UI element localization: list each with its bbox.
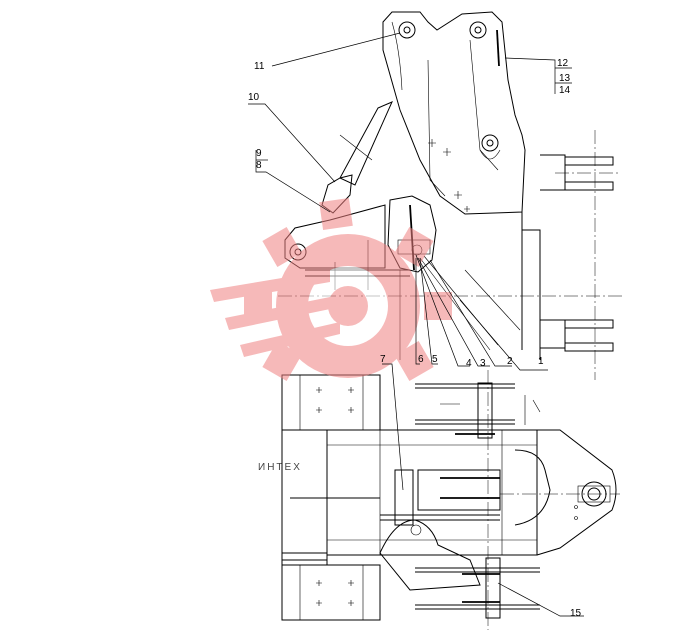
callout-4: 4 [466, 358, 472, 369]
callout-15: 15 [570, 608, 582, 619]
callout-leaders [248, 32, 584, 617]
callout-6: 6 [418, 354, 424, 365]
callout-3: 3 [480, 358, 486, 369]
cross-marks [428, 139, 470, 212]
callout-8: 8 [256, 160, 262, 171]
intekh-watermark-logo [210, 198, 452, 381]
callout-12: 12 [557, 58, 569, 69]
callout-labels: 1 2 3 4 5 6 7 8 9 10 11 12 13 14 15 [248, 58, 582, 619]
callout-2: 2 [507, 356, 513, 367]
bolt-marks [316, 387, 354, 606]
lower-plan-view [281, 370, 620, 630]
callout-11: 11 [254, 61, 265, 72]
watermark-text: ИНТЕХ [258, 462, 302, 473]
callout-13: 13 [559, 73, 571, 84]
callout-10: 10 [248, 92, 260, 103]
callout-9: 9 [256, 148, 262, 159]
callout-5: 5 [432, 354, 438, 365]
callout-1: 1 [538, 356, 544, 367]
callout-7: 7 [380, 354, 386, 365]
callout-14: 14 [559, 85, 571, 96]
